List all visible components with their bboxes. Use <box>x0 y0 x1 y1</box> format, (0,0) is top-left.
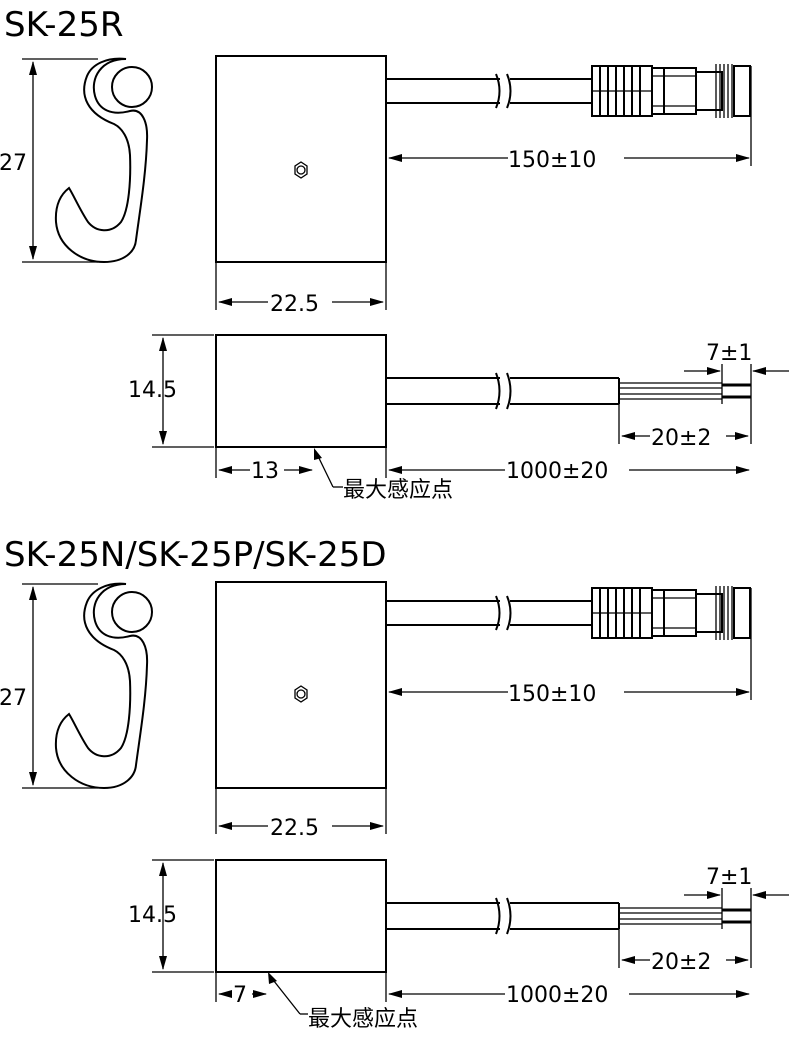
dim-cable-short-label-bottom: 150±10 <box>508 682 596 707</box>
dim-strip-bottom <box>684 888 789 929</box>
dim-cable-long-label-top: 1000±20 <box>506 459 608 484</box>
dim-height-bottom <box>22 583 98 789</box>
dim-width-top <box>215 262 387 314</box>
dim-width-bottom <box>215 788 387 838</box>
sensor-body-side-top <box>215 334 387 448</box>
sensor-body-side-bottom <box>215 859 387 973</box>
dim-cable-short-bottom <box>388 588 752 704</box>
dim-lead-top <box>618 404 752 448</box>
dim-strip-label-bottom: 7±1 <box>706 865 752 890</box>
screw-hex-icon-top <box>294 161 308 179</box>
dim-height-top <box>22 58 98 263</box>
dim-thickness-label-top: 14.5 <box>128 378 177 403</box>
dim-strip-label-top: 7±1 <box>706 341 752 366</box>
dim-sense-offset-bottom <box>215 972 267 1005</box>
dim-sense-offset-label-bottom: 7 <box>233 983 247 1008</box>
title-sk-25n-p-d: SK-25N/SK-25P/SK-25D <box>4 535 387 575</box>
dim-cable-long-bottom <box>385 972 750 1007</box>
max-sense-point-label-bottom: 最大感应点 <box>308 1007 418 1032</box>
hook-side-view-top <box>54 57 153 264</box>
dim-cable-short-top <box>388 66 752 170</box>
hook-side-view-bottom <box>54 582 153 790</box>
cable-with-connector-top <box>386 64 751 118</box>
cable-with-connector-bottom <box>386 586 751 640</box>
dim-lead-label-top: 20±2 <box>651 426 711 451</box>
dim-cable-long-label-bottom: 1000±20 <box>506 983 608 1008</box>
title-sk-25r: SK-25R <box>4 5 123 45</box>
dim-strip-top <box>684 364 789 404</box>
dim-width-label-bottom: 22.5 <box>270 816 319 841</box>
dim-height-label-bottom: 27 <box>0 686 27 711</box>
cable-flying-lead-bottom <box>386 897 751 935</box>
dim-thickness-label-bottom: 14.5 <box>128 903 177 928</box>
dim-sense-offset-label-top: 13 <box>251 459 279 484</box>
sensor-body-front-top <box>215 55 387 263</box>
sensor-body-front-bottom <box>215 581 387 789</box>
dim-lead-label-bottom: 20±2 <box>651 950 711 975</box>
dim-thickness-top <box>152 334 214 448</box>
dim-thickness-bottom <box>152 859 214 973</box>
dim-height-label-top: 27 <box>0 151 27 176</box>
dim-cable-short-label-top: 150±10 <box>508 148 596 173</box>
dim-cable-long-top <box>385 447 750 483</box>
leader-max-sense-top <box>314 448 343 488</box>
dim-lead-bottom <box>618 929 752 972</box>
dim-sense-offset-top <box>215 447 313 481</box>
max-sense-point-label-top: 最大感应点 <box>343 478 453 503</box>
screw-hex-icon-bottom <box>294 685 308 703</box>
cable-flying-lead-top <box>386 372 751 410</box>
leader-max-sense-bottom <box>268 972 308 1015</box>
dim-width-label-top: 22.5 <box>270 292 319 317</box>
